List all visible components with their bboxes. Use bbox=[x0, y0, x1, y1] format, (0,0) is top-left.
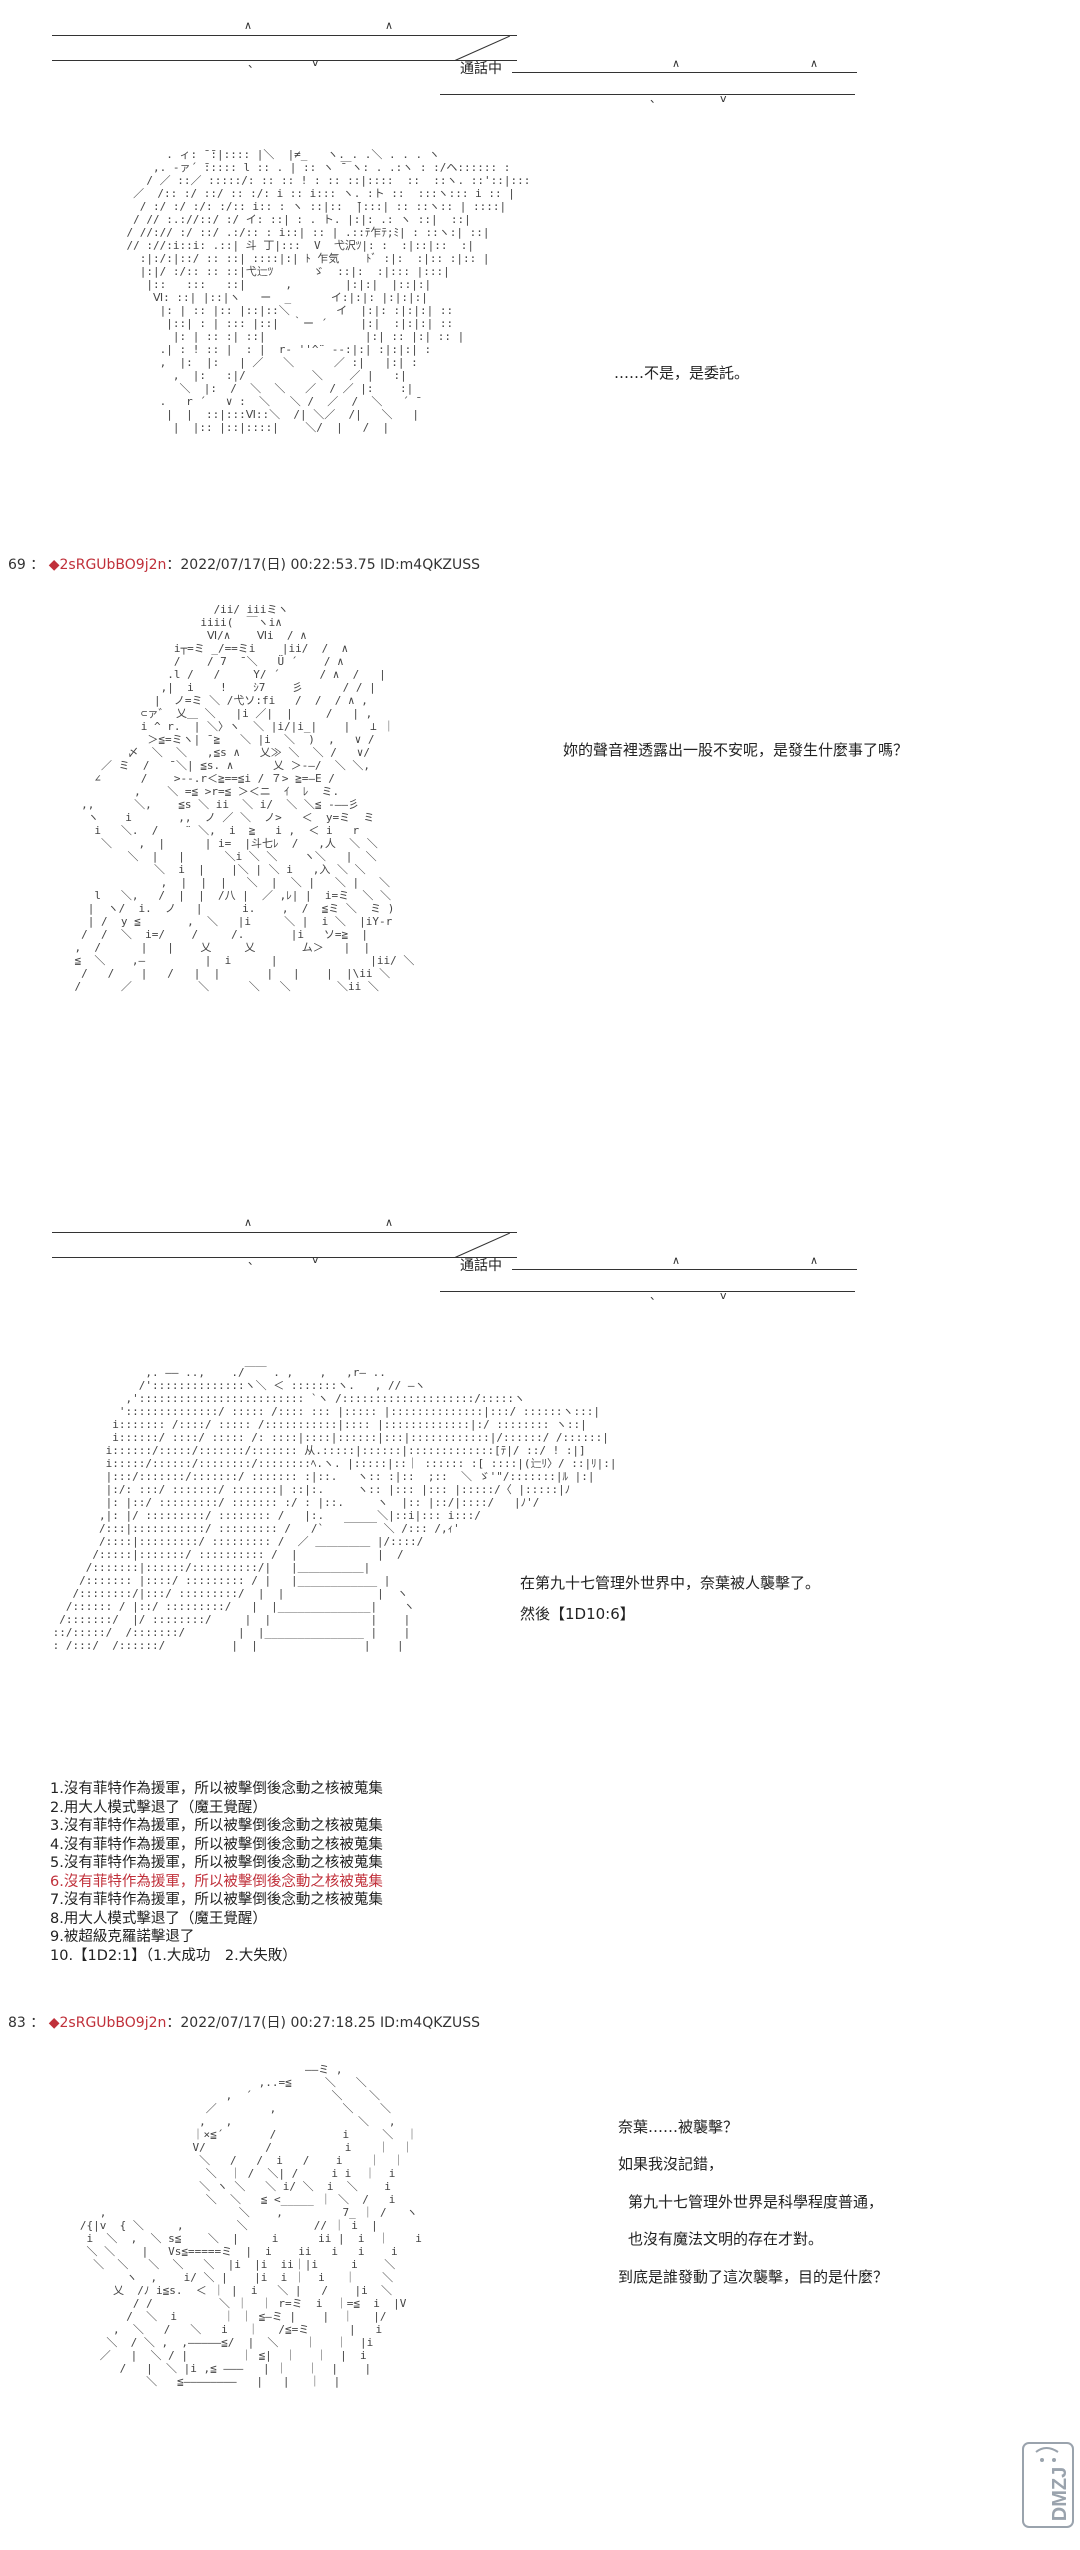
red-diamond-icon: ◆ bbox=[48, 557, 60, 573]
choice-item-6-selected: 6.沒有菲特作為援軍，所以被擊倒後念動之核被蒐集 bbox=[50, 1873, 383, 1890]
choice-item-10: 10.【1D2:1】（1.大成功 2.大失敗） bbox=[50, 1947, 297, 1964]
site-watermark-logo: DMZJ bbox=[1022, 2442, 1074, 2528]
ascii-art-girl-2: /ii/ iiiミヽ iiii( ￣ヽi∧ Ⅵ/∧ Ⅵi / ∧ i┬=ミ _/… bbox=[74, 603, 415, 993]
choice-item-4: 4.沒有菲特作為援軍，所以被擊倒後念動之核被蒐集 bbox=[50, 1836, 383, 1853]
dialogue-panel-1: ……不是，是委託。 bbox=[614, 364, 750, 382]
dialogue-panel-2: 妳的聲音裡透露出一股不安呢，是發生什麼事了嗎？ bbox=[563, 741, 909, 759]
post-meta: ：2022/07/17(日) 00:27:18.25 ID:m4QKZUSS bbox=[166, 2015, 481, 2031]
choice-item-9: 9.被超級克羅諾擊退了 bbox=[50, 1929, 195, 1945]
choice-item-7: 7.沒有菲特作為援軍，所以被擊倒後念動之核被蒐集 bbox=[50, 1892, 383, 1908]
call-status-label: 通話中 bbox=[460, 1258, 502, 1274]
ascii-art-girl-3: ,. ―― .., ./￣￣ . , , ,r― .. /'::::::::::… bbox=[52, 1366, 617, 1652]
ascii-art-girl-1: . ィ: ̄ ̄:|:::: |＼ |≠_ ヽ. . .＼ . . . ヽ ,.… bbox=[126, 148, 531, 434]
red-diamond-icon: ◆ bbox=[48, 2015, 60, 2031]
monologue-line-4: 也沒有魔法文明的存在才對。 bbox=[628, 2230, 824, 2248]
dice-result-line: 然後【1D10:6】 bbox=[520, 1605, 635, 1623]
choice-item-1: 1.沒有菲特作為援軍，所以被擊倒後念動之核被蒐集 bbox=[50, 1781, 383, 1797]
post-header-83: 83 ： ◆2sRGUbBO9j2n：2022/07/17(日) 00:27:1… bbox=[8, 2014, 480, 2032]
choice-list: 1.沒有菲特作為援軍，所以被擊倒後念動之核被蒐集 2.用大人模式擊退了（魔王覺醒… bbox=[50, 1780, 383, 1965]
narration-line-1: 在第九十七管理外世界中，奈葉被人襲擊了。 bbox=[520, 1574, 821, 1592]
call-status-label: 通話中 bbox=[460, 61, 502, 77]
ascii-art-boy-4: ――ミ , ,..=≦ ＼ ＼ , ´ ＼ ＼ ／ , ＼ ＼ , , ＼ , bbox=[79, 2063, 422, 2388]
watermark-text: DMZJ bbox=[1049, 2467, 1071, 2521]
post-separator: ： bbox=[30, 557, 45, 573]
post-header-69: 69 ： ◆2sRGUbBO9j2n：2022/07/17(日) 00:22:5… bbox=[8, 556, 480, 574]
choice-item-2: 2.用大人模式擊退了（魔王覺醒） bbox=[50, 1799, 267, 1816]
choice-item-8: 8.用大人模式擊退了（魔王覺醒） bbox=[50, 1910, 267, 1927]
choice-item-5: 5.沒有菲特作為援軍，所以被擊倒後念動之核被蒐集 bbox=[50, 1855, 383, 1871]
poster-trip[interactable]: 2sRGUbBO9j2n bbox=[59, 557, 167, 573]
monologue-line-2: 如果我沒記錯， bbox=[618, 2155, 724, 2173]
poster-trip[interactable]: 2sRGUbBO9j2n bbox=[59, 2015, 167, 2031]
monologue-line-1: 奈葉……被襲擊？ bbox=[618, 2118, 739, 2136]
post-number: 69 bbox=[8, 557, 26, 573]
post-separator: ： bbox=[30, 2015, 45, 2031]
post-meta: ：2022/07/17(日) 00:22:53.75 ID:m4QKZUSS bbox=[166, 557, 481, 573]
choice-item-3: 3.沒有菲特作為援軍，所以被擊倒後念動之核被蒐集 bbox=[50, 1818, 383, 1834]
monologue-line-3: 第九十七管理外世界是科學程度普通， bbox=[628, 2193, 884, 2211]
monologue-line-5: 到底是誰發動了這次襲擊，目的是什麼？ bbox=[618, 2268, 889, 2286]
post-number: 83 bbox=[8, 2015, 26, 2031]
